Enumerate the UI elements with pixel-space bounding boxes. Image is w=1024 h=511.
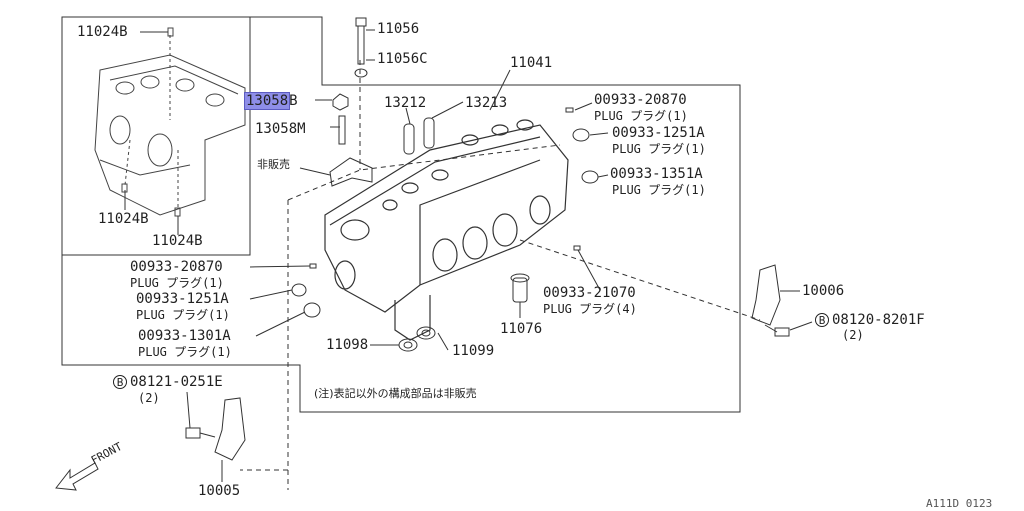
callout-00933-21070[interactable]: 00933-21070 — [543, 285, 636, 301]
callout-00933-1301a-sub: PLUG プラグ(1) — [138, 345, 232, 359]
callout-08120-8201f-text[interactable]: 08120-8201F — [832, 312, 925, 328]
bracket-10005 — [214, 397, 246, 461]
callout-00933-1351a[interactable]: 00933-1351A — [610, 166, 703, 182]
inset-engine-sketch — [94, 27, 246, 217]
callout-13213[interactable]: 13213 — [465, 95, 508, 111]
callout-13212[interactable]: 13212 — [384, 95, 427, 111]
callout-11024b-bot[interactable]: 11024B — [152, 233, 203, 249]
callout-10005[interactable]: 10005 — [198, 483, 241, 499]
callout-00933-1351a-sub: PLUG プラグ(1) — [612, 183, 706, 197]
callout-00933-20870-left-sub: PLUG プラグ(1) — [130, 276, 224, 290]
callout-00933-1301a[interactable]: 00933-1301A — [138, 328, 231, 344]
b-mark-icon: B — [815, 313, 829, 327]
callout-00933-1251a-top[interactable]: 00933-1251A — [612, 125, 705, 141]
callout-00933-20870-left[interactable]: 00933-20870 — [130, 259, 223, 275]
lifters-13212-13213 — [403, 117, 435, 155]
callout-00933-1251a-left[interactable]: 00933-1251A — [136, 291, 229, 307]
callout-10006[interactable]: 10006 — [802, 283, 845, 299]
head-bolt-11056 — [354, 17, 368, 78]
callout-11056[interactable]: 11056 — [377, 21, 420, 37]
callout-13058b[interactable]: 13058B — [243, 92, 298, 110]
callout-13058b-highlight[interactable]: 13058 — [243, 92, 291, 110]
diagram-id: A111D 0123 — [926, 497, 993, 510]
callout-11098[interactable]: 11098 — [326, 337, 369, 353]
leader-lines — [124, 29, 813, 482]
main-frame — [61, 16, 741, 413]
label-not-sold: 非販売 — [257, 158, 290, 171]
dash-to-10006 — [519, 239, 761, 321]
callout-11056c[interactable]: 11056C — [377, 51, 428, 67]
callout-08121-0251e-text[interactable]: 08121-0251E — [130, 374, 223, 390]
inset-frame — [61, 16, 251, 256]
cylinder-head-11041 — [324, 119, 569, 341]
callout-11076[interactable]: 11076 — [500, 321, 543, 337]
qty-2-right: (2) — [842, 328, 864, 342]
bolt-08121 — [185, 427, 216, 439]
front-arrow — [55, 462, 99, 491]
stud-13058m — [332, 93, 349, 145]
cam-cap — [329, 157, 373, 187]
callout-13058b-suffix: B — [289, 93, 298, 109]
bracket-10006 — [751, 264, 781, 326]
callout-11024b-top[interactable]: 11024B — [77, 24, 128, 40]
footnote: (注)表記以外の構成部品は非販売 — [314, 387, 477, 400]
callout-00933-20870-top-sub: PLUG プラグ(1) — [594, 109, 688, 123]
callout-00933-20870-top[interactable]: 00933-20870 — [594, 92, 687, 108]
callout-00933-1251a-top-sub: PLUG プラグ(1) — [612, 142, 706, 156]
callout-11099[interactable]: 11099 — [452, 343, 495, 359]
callout-13058m[interactable]: 13058M — [255, 121, 306, 137]
qty-2-left: (2) — [138, 391, 160, 405]
bolt-08120 — [764, 324, 790, 337]
b-mark-icon-left: B — [113, 375, 127, 389]
plugs-left — [291, 245, 581, 318]
callout-11024b-mid[interactable]: 11024B — [98, 211, 149, 227]
callout-00933-21070-sub: PLUG プラグ(4) — [543, 302, 637, 316]
callout-11041[interactable]: 11041 — [510, 55, 553, 71]
callout-00933-1251a-left-sub: PLUG プラグ(1) — [136, 308, 230, 322]
